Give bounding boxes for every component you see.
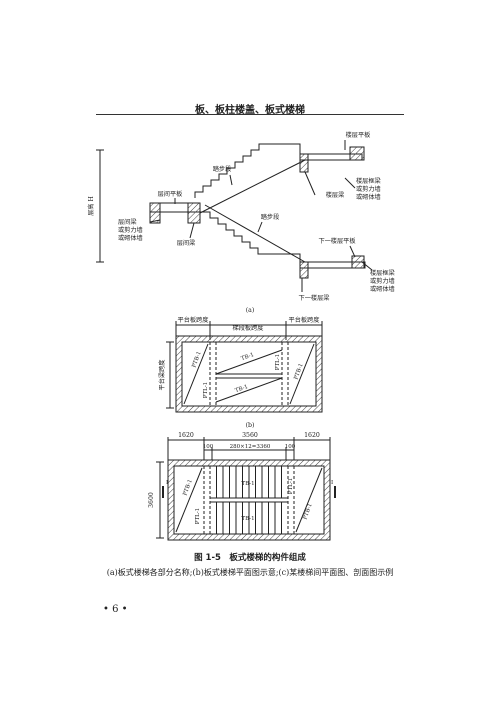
fig-a-frame-lower-2: 或剪力墙	[370, 277, 395, 285]
fig-b-side-label: 平台梁跨度	[158, 360, 166, 391]
fig-c-ptb-left: PTB-1	[182, 479, 193, 497]
fig-a-mid-slab-label: 层间平板	[158, 190, 183, 198]
fig-a-upper-flight-steps	[194, 143, 301, 198]
fig-b-ptb-left: PTB-1	[191, 351, 202, 369]
fig-a-mid-beam-left	[149, 202, 161, 224]
fig-a-frame-upper-3: 或砌体墙	[356, 193, 381, 201]
fig-c-tb-bot: TB-1	[241, 516, 254, 522]
fig-a-lower-flight-soffit	[204, 204, 306, 263]
fig-c-height: 3600	[148, 492, 155, 508]
figure-caption-description: (a)板式楼梯各部分名称;(b)板式楼梯平面图示意;(c)某楼梯间平面图、剖面图…	[106, 568, 394, 577]
fig-c-dim-steps: 280×12=3360	[230, 444, 271, 450]
fig-a-height-label: 层高 H	[87, 196, 95, 216]
page-number: • 6 •	[103, 604, 128, 615]
fig-c-dim-right: 1620	[304, 432, 320, 439]
figure-c-labels: 1620 3560 1620 100 280×12=3360 100 3600 …	[148, 432, 333, 524]
fig-a-bottom-beam-label: 下一楼层梁	[299, 294, 330, 302]
fig-a-frame-upper-2: 或剪力墙	[356, 185, 381, 193]
fig-c-ptl-left: PTL-1	[195, 508, 201, 524]
fig-a-lower-flight-label: 踏步段	[261, 213, 280, 221]
fig-c-dim-gap-right: 100	[285, 444, 296, 450]
fig-c-step-lines	[216, 466, 282, 534]
fig-a-bottom-beam	[299, 261, 309, 279]
fig-a-lower-flight-steps	[200, 211, 301, 262]
fig-a-bottom-beam-right	[351, 255, 365, 269]
figure-a	[96, 140, 373, 292]
fig-b-tb-bot: TB-1	[234, 384, 248, 394]
figure-c	[156, 437, 336, 541]
fig-c-section-right: I	[331, 480, 333, 486]
fig-b-panel-label: (b)	[246, 422, 255, 429]
fig-c-ptl-right: PTL-1	[288, 478, 294, 494]
fig-a-frame-left-3: 或砌体墙	[118, 234, 143, 242]
fig-a-upper-flight-label: 踏步段	[213, 165, 232, 173]
fig-a-panel-label: (a)	[246, 307, 255, 314]
fig-b-ptl-left: PTL-1	[203, 382, 209, 398]
fig-c-dim-left: 1620	[178, 432, 194, 439]
fig-a-frame-left-1: 层间梁	[118, 218, 137, 226]
fig-b-tb-top: TB-1	[240, 352, 254, 362]
fig-c-dim-gap-left: 100	[203, 444, 214, 450]
fig-a-top-beam	[349, 146, 365, 161]
fig-a-frame-upper-1: 楼层框梁	[356, 177, 381, 185]
header-rule	[96, 114, 404, 115]
fig-c-tb-top: TB-1	[241, 481, 254, 487]
fig-b-dim-mid: 梯段板跨度	[233, 324, 264, 332]
fig-c-dim-total: 3560	[242, 432, 258, 439]
fig-a-mid-beam-label: 层间梁	[177, 239, 196, 247]
figure-a-labels: 层高 H 楼层平板 层间平板 踏步段 楼层梁 楼层框梁 或剪力墙 或砌体墙 层间…	[87, 131, 395, 314]
fig-b-ptb-right: PTB-1	[293, 363, 304, 381]
fig-a-upper-flight-soffit	[199, 159, 306, 214]
fig-b-dim-left: 平台板跨度	[178, 316, 209, 324]
figure-caption-title: 图 1-5 板式楼梯的构件组成	[194, 553, 306, 563]
figure-b	[166, 321, 323, 413]
fig-b-dim-right: 平台板跨度	[289, 316, 320, 324]
fig-a-top-beam-left	[299, 153, 309, 173]
fig-a-top-slab-label: 楼层平板	[346, 131, 371, 139]
fig-c-section-left: I	[166, 480, 168, 486]
fig-a-frame-lower-1: 楼层框梁	[370, 269, 395, 277]
figure-b-labels: 平台板跨度 梯段板跨度 平台板跨度 平台梁跨度 PTB-1 PTL-1 TB-1…	[158, 316, 319, 429]
fig-a-beam-right-upper-label: 楼层梁	[326, 191, 345, 199]
fig-c-ptb-right: PTB-1	[302, 503, 313, 521]
page-header-title: 板、板柱楼盖、板式楼梯	[195, 105, 305, 116]
fig-a-frame-left-2: 或剪力墙	[118, 226, 143, 234]
fig-a-next-slab-label: 下一楼层平板	[318, 237, 355, 245]
fig-a-frame-lower-3: 或砌体墙	[370, 285, 395, 293]
fig-b-ptl-right: PTL-1	[275, 354, 281, 370]
fig-a-mid-beam	[187, 202, 201, 224]
